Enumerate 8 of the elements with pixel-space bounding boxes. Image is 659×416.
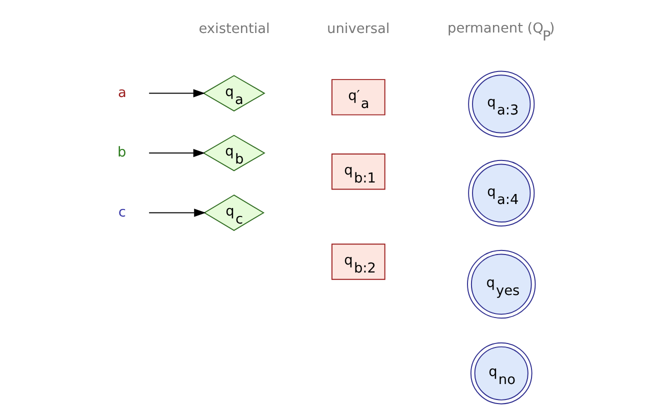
arrow [148,208,206,217]
arrow [148,89,206,98]
node-text: b [117,144,126,161]
node-text: a [118,84,126,101]
label: existential [198,21,270,38]
arrow [148,148,206,158]
node-text: c [118,204,126,220]
label: universal [327,21,390,38]
